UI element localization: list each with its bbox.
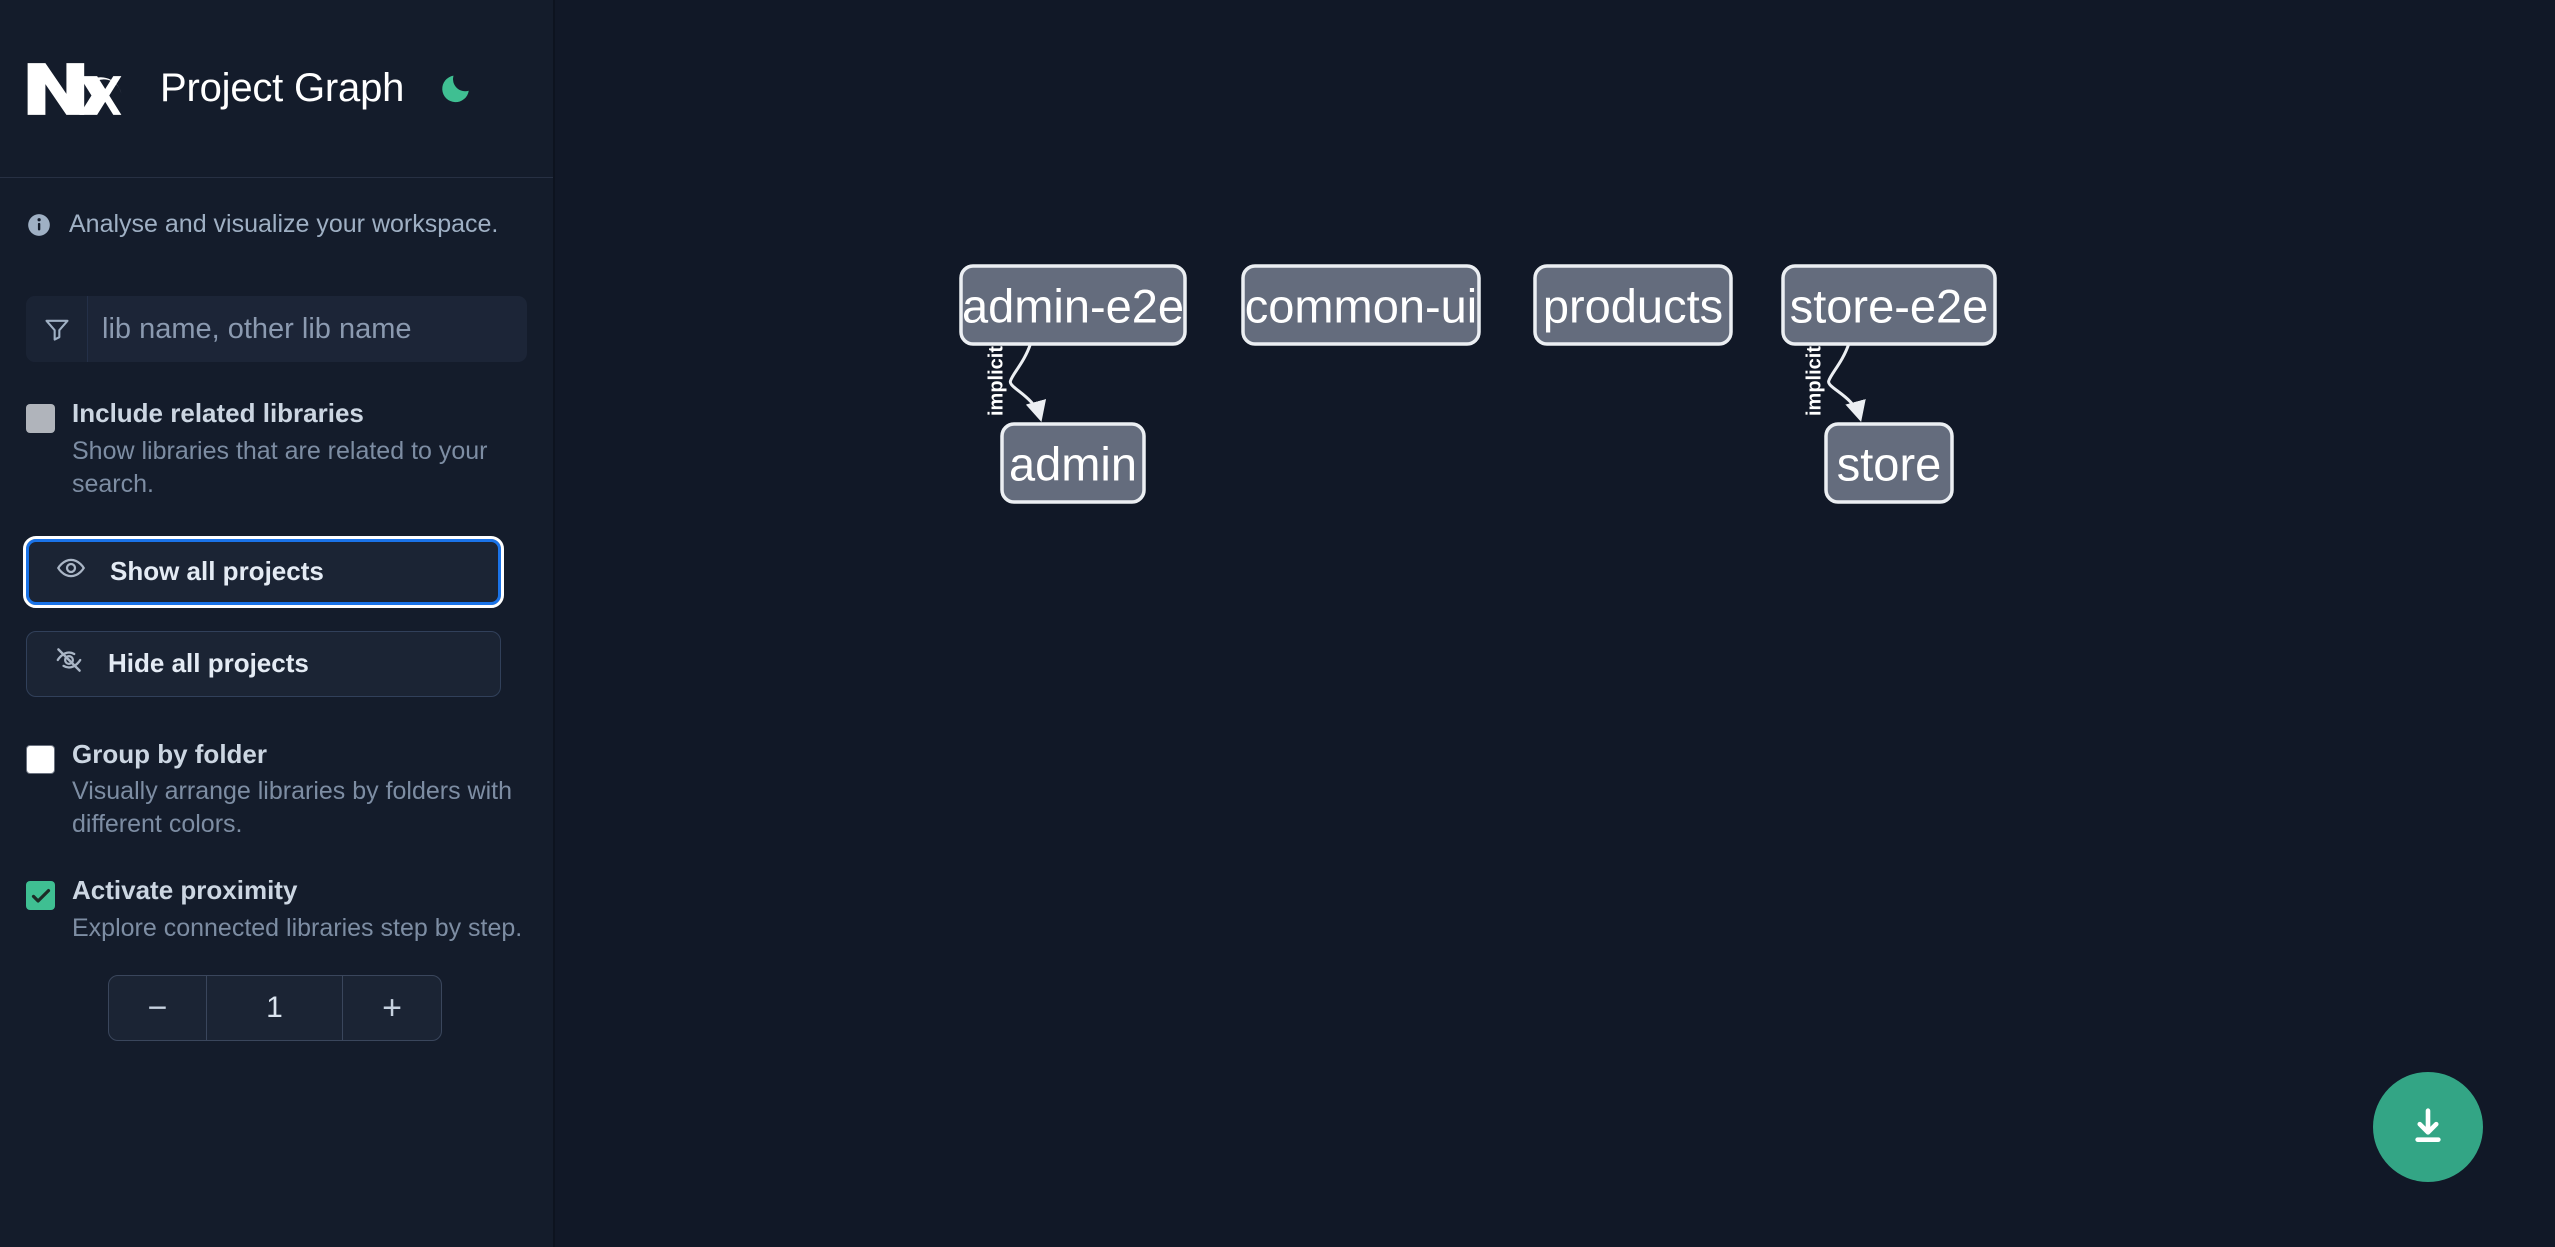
graph-node-label: admin <box>1009 438 1137 491</box>
graph-node-label: store <box>1837 438 1942 491</box>
checkbox-include-related-libraries[interactable] <box>26 404 55 433</box>
option-description: Explore connected libraries step by step… <box>72 914 523 943</box>
eye-icon <box>56 553 86 590</box>
page-title: Project Graph <box>160 66 405 110</box>
graph-node-label: common-ui <box>1245 280 1477 333</box>
sidebar-body: Analyse and visualize your workspace. In… <box>0 210 553 1042</box>
graph-node-box[interactable] <box>1533 264 1733 346</box>
option-activate-proximity[interactable]: Activate proximity Explore connected lib… <box>26 875 527 945</box>
graph-node-label: admin-e2e <box>962 280 1184 333</box>
eye-off-icon <box>54 645 84 682</box>
option-include-related-libraries[interactable]: Include related libraries Show libraries… <box>26 398 527 501</box>
tagline-text: Analyse and visualize your workspace. <box>69 210 499 238</box>
graph-nodes: admin-e2e common-ui products store-e2e admin… <box>959 264 1997 504</box>
proximity-increment-button[interactable]: + <box>382 988 402 1027</box>
graph-edge-label: implicit <box>1804 346 1826 416</box>
option-label: Activate proximity <box>72 875 298 906</box>
graph-node[interactable]: common-ui <box>1241 264 1481 346</box>
graph-node-box[interactable] <box>1241 264 1481 346</box>
graph-edge <box>1827 343 1866 423</box>
graph-node-box[interactable] <box>1781 264 1997 346</box>
option-group-by-folder[interactable]: Group by folder Visually arrange librari… <box>26 739 527 842</box>
funnel-icon <box>26 296 88 362</box>
download-graph-button[interactable] <box>2373 1072 2483 1182</box>
hide-all-projects-label: Hide all projects <box>108 648 309 679</box>
option-label: Include related libraries <box>72 398 364 428</box>
graph-canvas[interactable]: implicit implicit admin-e2e common-ui produ… <box>555 0 2555 1247</box>
moon-icon[interactable] <box>434 67 478 111</box>
proximity-decrement-button[interactable]: − <box>109 976 207 1041</box>
sidebar: Project Graph Analyse and visualize your… <box>0 0 555 1247</box>
option-label: Group by folder <box>72 738 267 769</box>
graph-node[interactable]: admin-e2e <box>959 264 1187 346</box>
graph-edge <box>1008 343 1047 423</box>
option-description: Visually arrange libraries by folders wi… <box>72 777 513 839</box>
proximity-value: 1 <box>207 976 343 1041</box>
checkbox-activate-proximity[interactable] <box>26 881 55 911</box>
graph-node[interactable]: store-e2e <box>1781 264 1997 346</box>
graph-node-box[interactable] <box>1824 422 1954 504</box>
show-all-projects-label: Show all projects <box>110 556 324 587</box>
graph-node-label: store-e2e <box>1790 280 1989 333</box>
graph-node-box[interactable] <box>959 264 1187 346</box>
graph-edge-label: implicit <box>985 346 1007 416</box>
graph-node-label: products <box>1543 280 1723 333</box>
project-graph-svg: implicit implicit admin-e2e common-ui produ… <box>959 264 1997 504</box>
graph-node[interactable]: products <box>1533 264 1733 346</box>
graph-node[interactable]: admin <box>1000 422 1146 504</box>
option-description: Show libraries that are related to your … <box>72 436 488 498</box>
info-circle-icon <box>26 212 52 238</box>
hide-all-projects-wrap: Hide all projects <box>26 630 527 697</box>
hide-all-projects-button[interactable]: Hide all projects <box>26 630 501 697</box>
show-all-projects-wrap: Show all projects <box>23 535 527 608</box>
tagline: Analyse and visualize your workspace. <box>26 210 527 239</box>
graph-node-box[interactable] <box>1000 422 1146 504</box>
show-all-projects-button[interactable]: Show all projects <box>23 535 504 608</box>
search-input[interactable] <box>88 296 527 362</box>
graph-node[interactable]: store <box>1824 422 1954 504</box>
graph-edges: implicit implicit <box>983 343 1866 423</box>
filter-row[interactable] <box>26 296 527 362</box>
nx-logo-icon <box>26 58 123 120</box>
proximity-stepper[interactable]: − 1 + <box>108 975 442 1042</box>
checkbox-group-by-folder[interactable] <box>26 744 55 774</box>
sidebar-header: Project Graph <box>0 0 553 178</box>
